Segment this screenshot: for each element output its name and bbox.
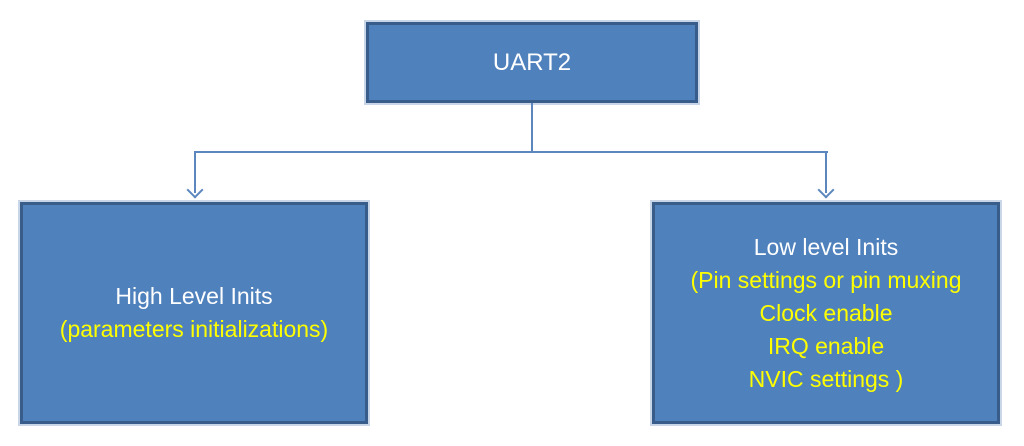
uart2-label: UART2 [492,49,572,76]
high-level-inits-title: High Level Inits [115,283,273,309]
low-level-inits-detail: NVIC settings ) [748,365,904,392]
arrow-down-icon [186,181,204,199]
low-level-inits-detail: Clock enable [759,299,893,326]
connector-left-drop-line [194,151,196,193]
arrow-down-icon [817,181,835,199]
connector-stem-line [531,103,533,152]
high-level-inits-detail: (parameters initializations) [59,316,329,342]
low-level-inits-title: Low level Inits [753,233,899,260]
high-level-inits-box: High Level Inits (parameters initializat… [20,202,368,424]
connector-right-drop-line [825,151,827,193]
low-level-inits-box: Low level Inits (Pin settings or pin mux… [652,202,1000,424]
low-level-inits-detail: IRQ enable [767,332,885,359]
uart2-box: UART2 [366,22,698,103]
connector-crossbar-line [194,151,828,153]
low-level-inits-detail: (Pin settings or pin muxing [690,266,962,293]
